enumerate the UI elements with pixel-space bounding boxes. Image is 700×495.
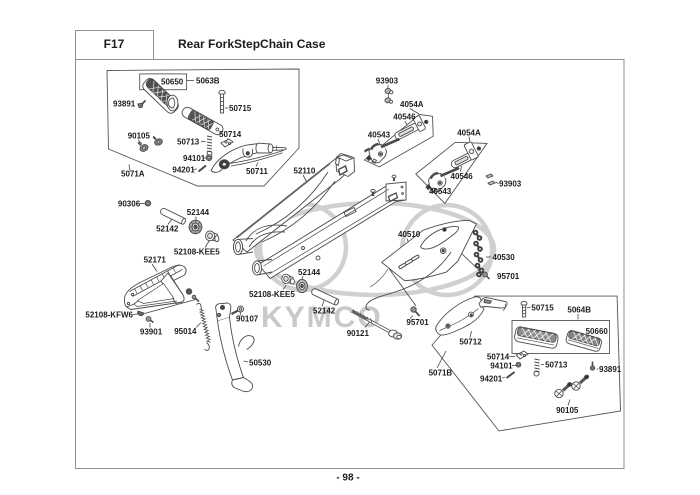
svg-text:52171: 52171	[144, 256, 167, 265]
svg-text:5064B: 5064B	[567, 306, 591, 315]
svg-text:50650: 50650	[161, 77, 184, 86]
svg-text:52144: 52144	[298, 268, 321, 277]
svg-text:93891: 93891	[599, 365, 622, 374]
svg-text:90107: 90107	[236, 314, 259, 323]
svg-text:50711: 50711	[246, 167, 268, 176]
svg-text:5063B: 5063B	[196, 77, 220, 86]
svg-text:95701: 95701	[497, 272, 520, 281]
svg-text:50712: 50712	[459, 338, 482, 347]
svg-text:94101: 94101	[490, 362, 513, 371]
svg-text:93903: 93903	[376, 76, 399, 85]
svg-text:40546: 40546	[393, 113, 416, 122]
svg-text:4054A: 4054A	[457, 129, 481, 138]
svg-text:50714: 50714	[487, 353, 510, 362]
svg-text:90105: 90105	[128, 132, 151, 141]
svg-text:40530: 40530	[493, 253, 516, 262]
svg-text:93901: 93901	[140, 328, 163, 337]
svg-text:50713: 50713	[545, 361, 568, 370]
svg-text:52108-KEE5: 52108-KEE5	[174, 248, 220, 257]
svg-text:95701: 95701	[406, 318, 429, 327]
svg-text:90105: 90105	[556, 406, 579, 415]
svg-text:52144: 52144	[187, 208, 210, 217]
svg-text:4054A: 4054A	[400, 100, 424, 109]
svg-text:94101: 94101	[183, 154, 206, 163]
svg-text:40546: 40546	[451, 172, 474, 181]
svg-text:50530: 50530	[249, 359, 272, 368]
svg-text:50715: 50715	[229, 104, 252, 113]
svg-text:95014: 95014	[174, 327, 197, 336]
svg-text:94201: 94201	[480, 374, 503, 383]
svg-text:40543: 40543	[368, 131, 391, 140]
svg-text:94201: 94201	[172, 166, 195, 175]
svg-text:52108-KFW6: 52108-KFW6	[85, 311, 133, 320]
svg-text:F17: F17	[104, 37, 125, 51]
svg-text:5071A: 5071A	[121, 170, 145, 179]
svg-text:40510: 40510	[398, 230, 421, 239]
svg-text:50713: 50713	[177, 138, 200, 147]
svg-text:90121: 90121	[347, 329, 370, 338]
svg-text:50715: 50715	[531, 304, 554, 313]
svg-text:- 98 -: - 98 -	[336, 473, 359, 484]
svg-text:52110: 52110	[294, 167, 316, 176]
svg-text:93903: 93903	[499, 180, 522, 189]
svg-text:40543: 40543	[429, 187, 452, 196]
svg-text:93891: 93891	[113, 100, 136, 109]
svg-text:90306: 90306	[118, 200, 141, 209]
svg-text:5071B: 5071B	[429, 369, 453, 378]
svg-text:Rear ForkStepChain Case: Rear ForkStepChain Case	[178, 37, 326, 51]
svg-text:50660: 50660	[586, 327, 609, 336]
svg-text:50714: 50714	[219, 130, 242, 139]
svg-text:52108-KEE5: 52108-KEE5	[249, 290, 295, 299]
svg-text:52142: 52142	[313, 307, 336, 316]
svg-text:52142: 52142	[156, 225, 179, 234]
